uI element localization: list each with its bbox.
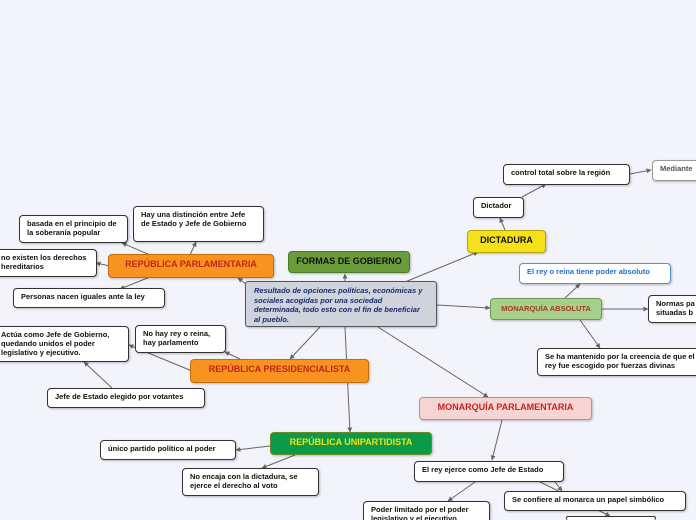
- republica-presidencialista-node[interactable]: REPÚBLICA PRESIDENCIALISTA: [190, 359, 369, 383]
- absoluta-child-normas[interactable]: Normas pa situadas b: [648, 295, 696, 323]
- title-node[interactable]: FORMAS DE GOBIERNO: [288, 251, 410, 273]
- parlamentaria-child-hereditarios[interactable]: no existen los derechos hereditarios: [0, 249, 97, 277]
- dictadura-child-control-total[interactable]: control total sobre la región: [503, 164, 630, 185]
- parlamentaria-child-iguales[interactable]: Personas nacen iguales ante la ley: [13, 288, 165, 308]
- absoluta-child-poder-absoluto[interactable]: El rey o reina tiene poder absoluto: [519, 263, 671, 284]
- republica-parlamentaria-node[interactable]: REPÚBLICA PARLAMENTARIA: [108, 254, 274, 278]
- presidencialista-child-parlamento[interactable]: No hay rey o reina, hay parlamento: [135, 325, 226, 353]
- monarquia-absoluta-node[interactable]: MONARQUÍA ABSOLUTA: [490, 298, 602, 320]
- parlamentaria-child-soberania[interactable]: basada en el principio de la soberanía p…: [19, 215, 128, 243]
- presidencialista-child-jefe-gobierno[interactable]: Actúa como Jefe de Gobierno, quedando un…: [0, 326, 129, 362]
- unipartidista-child-partido[interactable]: único partido político al poder: [100, 440, 236, 460]
- mparlamentaria-child-partial-box: [566, 516, 656, 520]
- mparlamentaria-child-jefe-estado[interactable]: El rey ejerce como Jefe de Estado: [414, 461, 564, 482]
- mparlamentaria-child-simbolico[interactable]: Se confiere al monarca un papel simbólic…: [504, 491, 686, 511]
- central-topic[interactable]: Resultado de opciones políticas, económi…: [245, 281, 437, 327]
- dictadura-child-dictador[interactable]: Dictador: [473, 197, 524, 218]
- presidencialista-child-votantes[interactable]: Jefe de Estado elegido por votantes: [47, 388, 205, 408]
- dictadura-node[interactable]: DICTADURA: [467, 230, 546, 253]
- dictadura-child-mediante[interactable]: Mediante: [652, 160, 696, 181]
- republica-unipartidista-node[interactable]: REPÚBLICA UNIPARTIDISTA: [270, 432, 432, 455]
- unipartidista-child-voto[interactable]: No encaja con la dictadura, se ejerce el…: [182, 468, 319, 496]
- mparlamentaria-child-poder-limitado[interactable]: Poder limitado por el poder legislativo …: [363, 501, 490, 520]
- parlamentaria-child-distincion[interactable]: Hay una distinción entre Jefe de Estado …: [133, 206, 264, 242]
- monarquia-parlamentaria-node[interactable]: MONARQUÍA PARLAMENTARIA: [419, 397, 592, 420]
- absoluta-child-fuerzas-divinas[interactable]: Se ha mantenido por la creencia de que e…: [537, 348, 696, 376]
